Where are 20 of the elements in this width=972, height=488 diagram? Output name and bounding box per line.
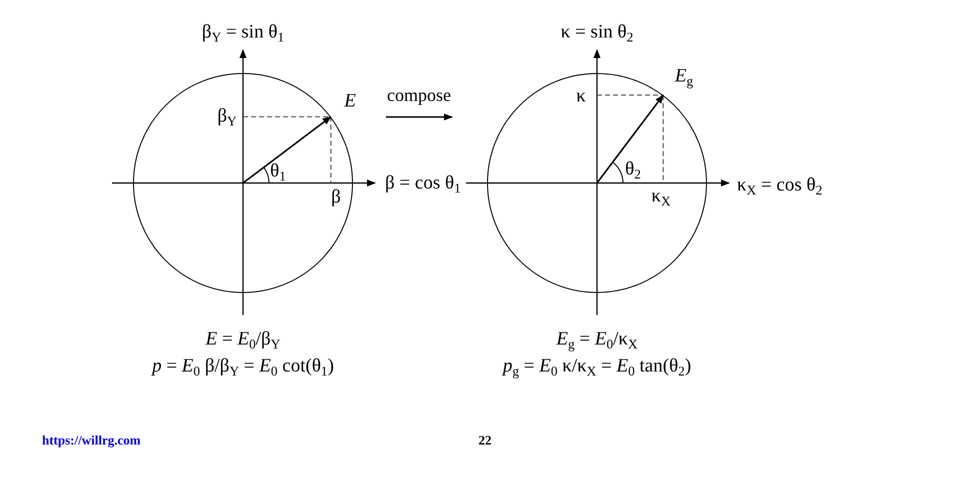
footer-link: https://willrg.com bbox=[42, 434, 141, 446]
axis-label: β$_{Y}$ = sin θ$_{1}$ bbox=[202, 22, 284, 44]
point-label: E$_{g}$ bbox=[674, 66, 694, 88]
equation: p = E$_{0}$ β/β$_{Y}$ = E$_{0}$ cot(θ$_{1}$) bbox=[152, 356, 334, 378]
axis-label: κ$_{X}$ = cos θ$_{2}$ bbox=[737, 175, 822, 197]
tick-label: β bbox=[331, 188, 341, 206]
tick-label: κ bbox=[576, 86, 586, 106]
tick-label: κ$_{X}$ bbox=[651, 186, 671, 208]
edge-label: compose bbox=[387, 86, 451, 104]
arrow bbox=[386, 113, 453, 121]
equation: E$_{g}$ = E$_{0}$/κ$_{X}$ bbox=[556, 329, 638, 351]
angle-label: θ$_{1}$ bbox=[270, 161, 286, 183]
axis-label: β = cos θ$_{1}$ bbox=[385, 173, 461, 195]
axis-label: κ = sin θ$_{2}$ bbox=[560, 22, 634, 44]
angle-label: θ$_{2}$ bbox=[625, 159, 641, 181]
page-number: 22 bbox=[478, 434, 492, 446]
equation: p$_{g}$ = E$_{0}$ κ/κ$_{X}$ = E$_{0}$ tan(θ$_{2}$) bbox=[502, 356, 692, 378]
point-label: E bbox=[344, 92, 356, 110]
equation: E = E$_{0}$/β$_{Y}$ bbox=[206, 329, 280, 351]
tick-label: β$_{Y}$ bbox=[217, 106, 237, 128]
